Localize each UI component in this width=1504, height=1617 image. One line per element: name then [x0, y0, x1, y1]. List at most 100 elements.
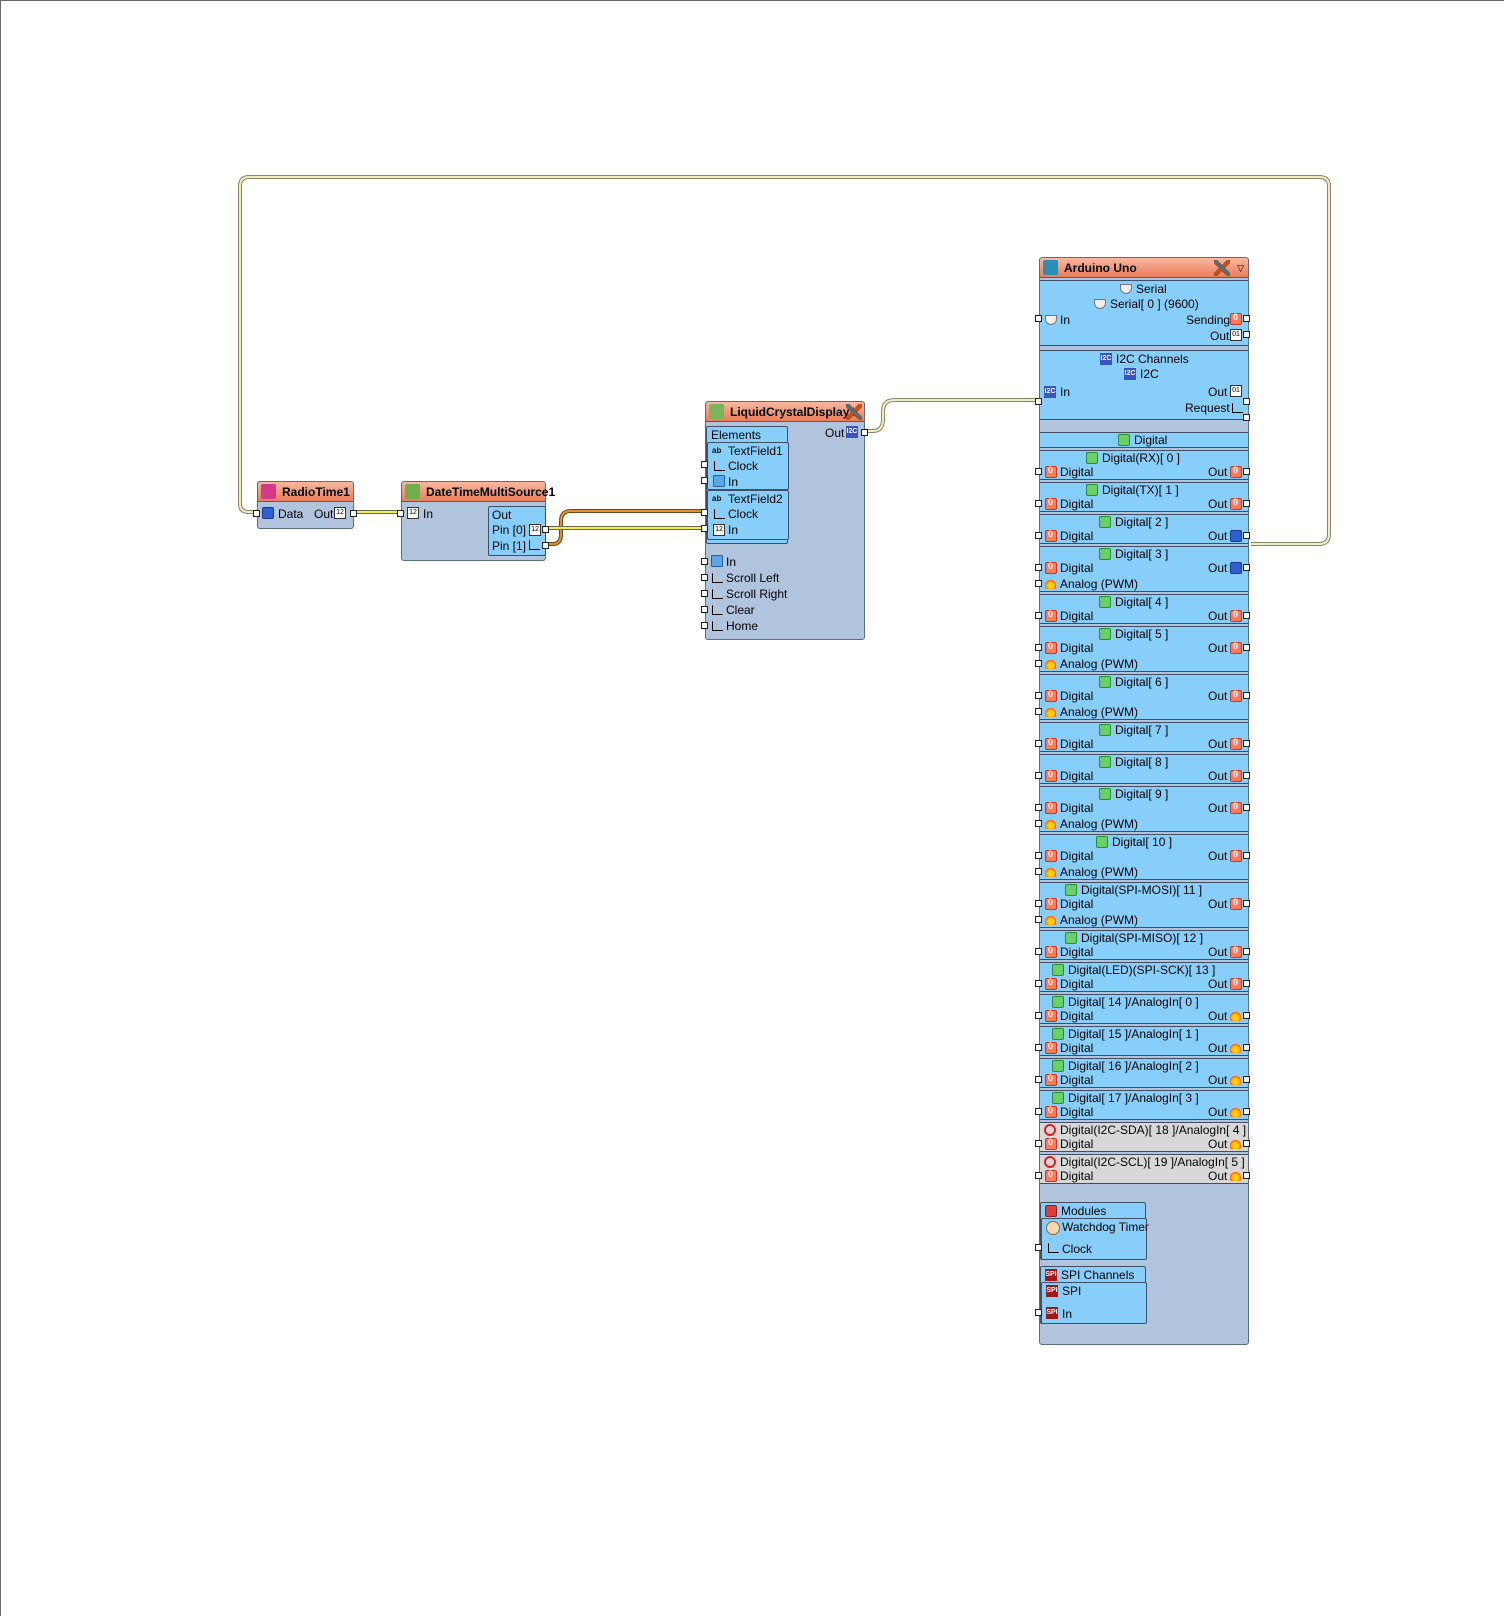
digital-pin-2-in[interactable]: [1035, 532, 1042, 539]
digital-pin-16-out[interactable]: [1243, 1076, 1250, 1083]
digital-pin-14-in[interactable]: [1035, 1012, 1042, 1019]
textfield1-clock-pin[interactable]: [701, 461, 708, 468]
digital-pin-18-out[interactable]: [1243, 1140, 1250, 1147]
lcd-in-pin[interactable]: [701, 558, 708, 565]
chevron-down-icon[interactable]: ▽: [1237, 263, 1244, 273]
i2c-out-pin[interactable]: [1243, 398, 1250, 405]
digital-pin-13-in[interactable]: [1035, 980, 1042, 987]
digital-pin-14-out[interactable]: [1243, 1012, 1250, 1019]
digital-pin-18-in[interactable]: [1035, 1140, 1042, 1147]
radiotime-header[interactable]: RadioTime1: [258, 482, 353, 502]
digital-pin-5-out[interactable]: [1243, 644, 1250, 651]
digital-pin-8-out[interactable]: [1243, 772, 1250, 779]
digital-pin-1-in[interactable]: [1035, 500, 1042, 507]
digital-pin-11-out[interactable]: [1243, 900, 1250, 907]
tools-icon[interactable]: [846, 404, 862, 420]
datetime-pin1-pin[interactable]: [542, 542, 549, 549]
digital-pin-19[interactable]: Digital(I2C-SCL)[ 19 ]/AnalogIn[ 5 ]Digi…: [1040, 1154, 1248, 1184]
arduino-header[interactable]: Arduino Uno ▽: [1040, 258, 1248, 278]
digital-pin-3-in[interactable]: [1035, 564, 1042, 571]
digital-pin-10-out[interactable]: [1243, 852, 1250, 859]
digital-pin-11-analog[interactable]: [1035, 916, 1042, 923]
digital-pin-9-in[interactable]: [1035, 804, 1042, 811]
digital-pin-5-in[interactable]: [1035, 644, 1042, 651]
digital-pin-7-out[interactable]: [1243, 740, 1250, 747]
spi-channel-group[interactable]: SPI SPI SPI In: [1041, 1282, 1147, 1324]
watchdog-clock-pin[interactable]: [1035, 1244, 1042, 1251]
digital-pin-9-out[interactable]: [1243, 804, 1250, 811]
wire-lcd-to-i2c[interactable]: [865, 398, 1039, 433]
digital-pin-13-out[interactable]: [1243, 980, 1250, 987]
digital-pin-18[interactable]: Digital(I2C-SDA)[ 18 ]/AnalogIn[ 4 ]Digi…: [1040, 1122, 1248, 1152]
watchdog-group[interactable]: Watchdog Timer Clock: [1041, 1218, 1149, 1260]
digital-pin-8-in[interactable]: [1035, 772, 1042, 779]
lcd-component[interactable]: LiquidCrystalDisplay1 Out I2C Elements a…: [701, 401, 868, 640]
digital-pin-1-out[interactable]: [1243, 500, 1250, 507]
digital-pin-0-in[interactable]: [1035, 468, 1042, 475]
digital-pin-16-in[interactable]: [1035, 1076, 1042, 1083]
datetime-multisource-component[interactable]: DateTimeMultiSource1 12 In Out Pin [0] 1…: [397, 481, 555, 561]
digital-pin-7-in[interactable]: [1035, 740, 1042, 747]
digital-pin-2-out[interactable]: [1243, 532, 1250, 539]
tools-icon[interactable]: [1214, 260, 1230, 276]
digital-pin-11-in[interactable]: [1035, 900, 1042, 907]
i2c-request-pin[interactable]: [1243, 414, 1250, 421]
lcd-clear-pin[interactable]: [701, 606, 708, 613]
digital-pin-9-analog[interactable]: [1035, 820, 1042, 827]
digital-pin-19-in[interactable]: [1035, 1172, 1042, 1179]
digital-pin-10-in[interactable]: [1035, 852, 1042, 859]
datetime-in-pin[interactable]: [397, 510, 404, 517]
lcd-scroll-right-pin[interactable]: [701, 590, 708, 597]
datetime-pin0-pin[interactable]: [542, 526, 549, 533]
lcd-out-pin[interactable]: [861, 429, 868, 436]
digital-pin-0-out[interactable]: [1243, 468, 1250, 475]
arduino-uno-component[interactable]: Arduino Uno ▽ Serial Serial[ 0 ] (9600) …: [1035, 257, 1250, 1345]
digital-pin-3-out[interactable]: [1243, 564, 1250, 571]
radiotime-component[interactable]: RadioTime1 Data Out 12: [253, 481, 357, 529]
spi-in-pin[interactable]: [1035, 1309, 1042, 1316]
serial-in-pin[interactable]: [1035, 315, 1042, 322]
textfield2-in-pin[interactable]: [701, 525, 708, 532]
digital-pin-12-out[interactable]: [1243, 948, 1250, 955]
radiotime-out-pin[interactable]: [350, 510, 357, 517]
lcd-scroll-left-pin[interactable]: [701, 574, 708, 581]
radiotime-data-pin[interactable]: [253, 510, 260, 517]
digital-pin-6-analog[interactable]: [1035, 708, 1042, 715]
digital-pin-6-out[interactable]: [1243, 692, 1250, 699]
digital-pin-4-in[interactable]: [1035, 612, 1042, 619]
digital-pin-6-in[interactable]: [1035, 692, 1042, 699]
textfield2-group[interactable]: ab TextField2 Clock 12 In: [707, 490, 789, 540]
lcd-home-pin[interactable]: [701, 622, 708, 629]
textfield1-group[interactable]: ab TextField1 Clock In: [707, 442, 789, 490]
digital-pin-17-out[interactable]: [1243, 1108, 1250, 1115]
serial-sending-pin[interactable]: [1243, 315, 1250, 322]
digital-pin-17-in[interactable]: [1035, 1108, 1042, 1115]
textfield1-in-pin[interactable]: [701, 477, 708, 484]
digital-pin-4-out[interactable]: [1243, 612, 1250, 619]
digital-pin-15-in[interactable]: [1035, 1044, 1042, 1051]
digital-pin-19-out[interactable]: [1243, 1172, 1250, 1179]
digital-pin-10-analog[interactable]: [1035, 868, 1042, 875]
lcd-header[interactable]: LiquidCrystalDisplay1: [706, 402, 864, 422]
textfield2-clock-pin[interactable]: [701, 509, 708, 516]
datetime-header[interactable]: DateTimeMultiSource1: [402, 482, 555, 502]
digital-pin-3-analog[interactable]: [1035, 580, 1042, 587]
serial-out-pin[interactable]: [1243, 331, 1250, 338]
